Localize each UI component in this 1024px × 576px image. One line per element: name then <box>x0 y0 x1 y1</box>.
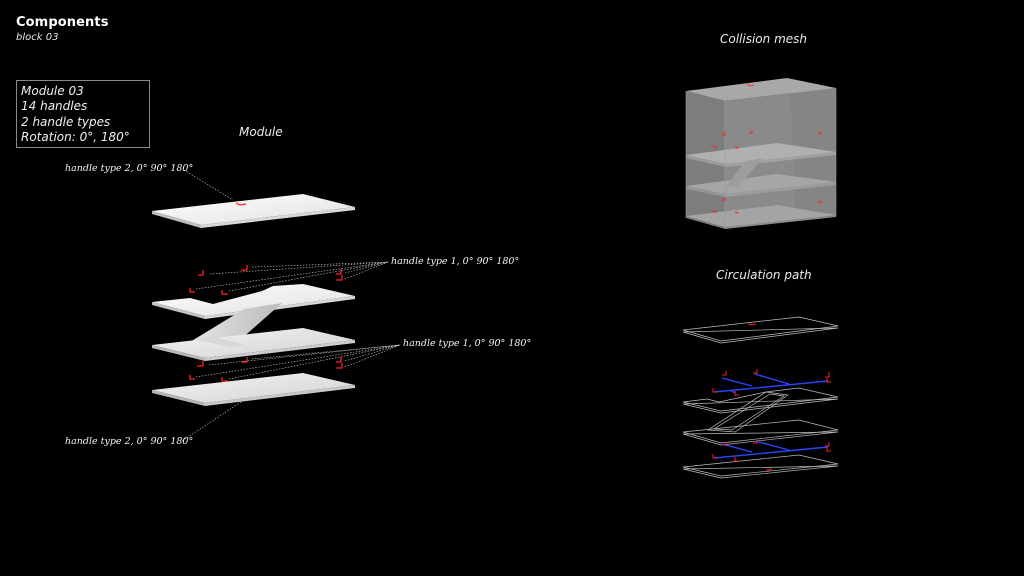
info-handle-count: 14 handles <box>21 99 88 114</box>
callout-handle-type-1-upper: handle type 1, 0° 90° 180° <box>391 256 520 267</box>
page-subtitle: block 03 <box>16 32 59 43</box>
handle-type-1-upper-set <box>189 265 343 295</box>
handle-icon <box>235 202 247 206</box>
module-label: Module <box>239 125 283 139</box>
callout-handle-type-2-top: handle type 2, 0° 90° 180° <box>65 163 194 174</box>
info-module-name: Module 03 <box>21 84 84 98</box>
module-ramp <box>190 303 282 347</box>
circulation-handles <box>712 323 831 471</box>
module-info-box: Module 03 14 handles 2 handle types Rota… <box>16 80 150 148</box>
handle-type-1-lower-set <box>189 357 343 382</box>
collision-mesh-view <box>685 78 837 229</box>
page-title: Components <box>16 15 109 30</box>
info-rotation: Rotation: 0°, 180° <box>21 129 130 144</box>
circulation-wireframe-slabs <box>682 316 839 479</box>
circulation-path-upper <box>713 373 829 394</box>
circulation-path-lower <box>713 440 829 459</box>
callout-handle-type-2-bottom: handle type 2, 0° 90° 180° <box>65 436 194 447</box>
callout-handle-type-1-lower: handle type 1, 0° 90° 180° <box>403 338 532 349</box>
circulation-path-view <box>682 316 839 479</box>
collision-mesh-label: Collision mesh <box>720 32 807 46</box>
info-handle-types: 2 handle types <box>21 114 111 129</box>
module-middle-slab <box>152 328 355 361</box>
collision-mesh-handles <box>713 83 822 214</box>
module-exploded-view <box>152 169 401 442</box>
module-bottom-slab <box>152 373 355 442</box>
circulation-path-label: Circulation path <box>716 268 812 282</box>
module-top-slab <box>152 169 355 228</box>
